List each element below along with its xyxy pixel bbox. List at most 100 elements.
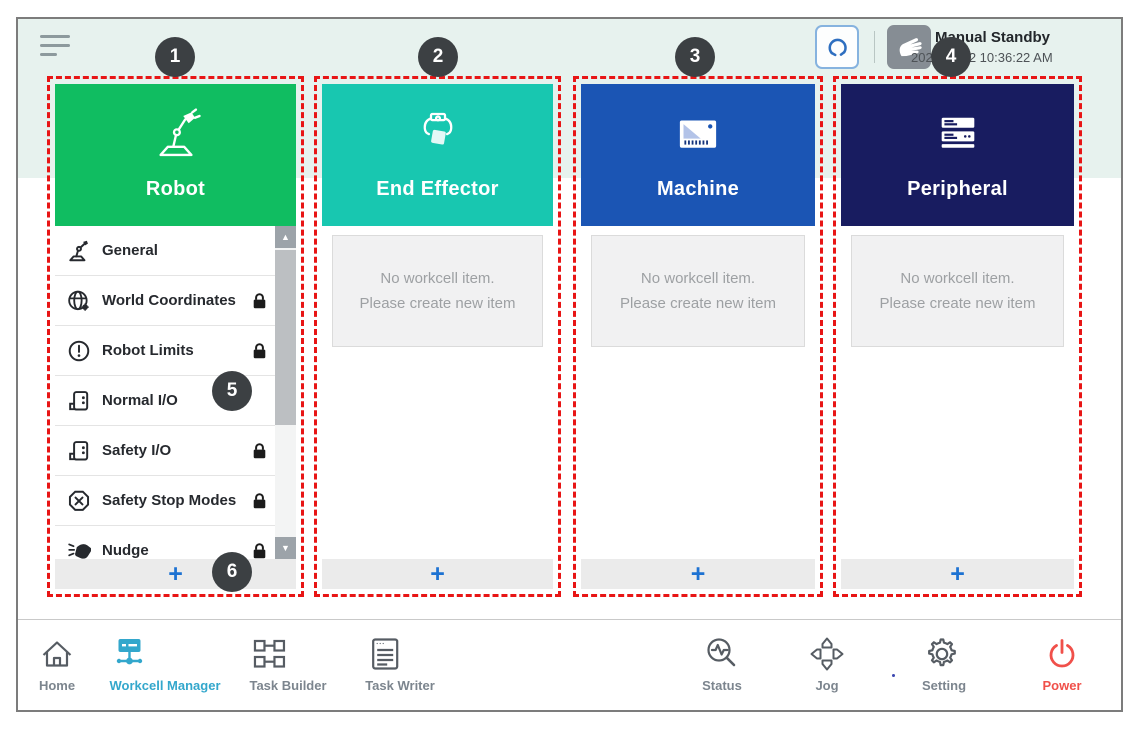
workcell-manager-icon: [116, 639, 143, 665]
octagon-x-icon: [68, 490, 90, 511]
column-title: Robot: [145, 178, 206, 200]
empty-state-line1: No workcell item.: [900, 270, 1015, 287]
nudge-hand-icon: [68, 543, 91, 559]
add-end-effector-item-button[interactable]: +: [322, 559, 553, 589]
machine-header-card[interactable]: Machine: [581, 84, 815, 226]
hamburger-menu-icon[interactable]: [40, 35, 74, 61]
list-item-label: Safety I/O: [102, 442, 172, 459]
gripper-outline-icon: [828, 38, 847, 57]
list-item-normal-io[interactable]: Normal I/O: [55, 376, 296, 426]
plus-icon: +: [430, 560, 445, 588]
add-peripheral-item-button[interactable]: +: [841, 559, 1074, 589]
nav-setting[interactable]: Setting: [922, 634, 966, 693]
tool-gripper-button[interactable]: [815, 25, 859, 69]
lock-icon: [253, 493, 266, 509]
nav-power[interactable]: Power: [1042, 634, 1082, 693]
workcell-column-machine: Machine No workcell item. Please create …: [573, 76, 823, 597]
empty-state: No workcell item. Please create new item: [851, 235, 1064, 347]
nav-task-builder[interactable]: Task Builder: [249, 634, 327, 693]
nav-label: Task Writer: [365, 678, 435, 693]
column-title: Peripheral: [907, 178, 1008, 200]
list-item-label: General: [102, 242, 158, 259]
globe-coordinates-icon: [68, 290, 89, 311]
app-window: Manual Standby 2022.02.22 10:36:22 AM Ro…: [16, 17, 1123, 712]
bottom-nav-bar: Home Workcell Manager: [18, 619, 1121, 710]
gripper-icon: [423, 112, 452, 145]
list-item-safety-stop-modes[interactable]: Safety Stop Modes: [55, 476, 296, 526]
io-port-icon: [69, 390, 89, 410]
list-item-label: World Coordinates: [102, 292, 236, 309]
column-title: Machine: [656, 178, 740, 200]
add-machine-item-button[interactable]: +: [581, 559, 815, 589]
scroll-up-button[interactable]: ▲: [275, 226, 296, 248]
machine-body: No workcell item. Please create new item: [581, 226, 815, 559]
nav-label: Setting: [921, 678, 967, 693]
end-effector-body: No workcell item. Please create new item: [322, 226, 553, 559]
nav-task-writer[interactable]: Task Writer: [365, 634, 435, 693]
empty-state: No workcell item. Please create new item: [591, 235, 805, 347]
empty-state-line2: Please create new item: [620, 295, 776, 312]
callout-4: 4: [931, 37, 971, 77]
scrollbar[interactable]: ▲ ▼: [275, 226, 296, 559]
hand-press-icon: [899, 38, 922, 57]
lock-icon: [253, 343, 266, 359]
callout-2: 2: [418, 37, 458, 77]
peripheral-body: No workcell item. Please create new item: [841, 226, 1074, 559]
callout-5: 5: [212, 371, 252, 411]
server-stack-icon: [941, 117, 974, 148]
jog-dpad-icon: [810, 637, 844, 671]
nav-label: Task Builder: [249, 678, 327, 693]
topbar-divider: [874, 31, 875, 63]
peripheral-header-card[interactable]: Peripheral: [841, 84, 1074, 226]
plus-icon: +: [168, 560, 183, 588]
nav-label: Workcell Manager: [109, 678, 221, 693]
small-dot: [892, 674, 895, 677]
robot-arm-icon: [158, 108, 201, 157]
nav-label: Jog: [815, 678, 839, 693]
scroll-thumb[interactable]: [275, 250, 296, 425]
list-item-label: Normal I/O: [102, 392, 178, 409]
cnc-machine-icon: [679, 120, 717, 148]
column-title: End Effector: [376, 178, 499, 200]
nav-workcell-manager[interactable]: Workcell Manager: [109, 634, 221, 693]
callout-1: 1: [155, 37, 195, 77]
list-item-label: Robot Limits: [102, 342, 194, 359]
list-item-world-coordinates[interactable]: World Coordinates: [55, 276, 296, 326]
list-item-label: Safety Stop Modes: [102, 492, 237, 509]
empty-state-line1: No workcell item.: [380, 270, 495, 287]
nav-home[interactable]: Home: [37, 634, 77, 693]
list-item-robot-limits[interactable]: Robot Limits: [55, 326, 296, 376]
list-item-safety-io[interactable]: Safety I/O: [55, 426, 296, 476]
add-robot-item-button[interactable]: +: [55, 559, 296, 589]
list-item-general[interactable]: General: [55, 226, 296, 276]
callout-3: 3: [675, 37, 715, 77]
list-item-nudge[interactable]: Nudge: [55, 526, 296, 559]
power-icon: [1049, 639, 1075, 668]
scroll-down-button[interactable]: ▼: [275, 537, 296, 559]
gear-icon: [928, 638, 956, 667]
empty-state: No workcell item. Please create new item: [332, 235, 543, 347]
nav-jog[interactable]: Jog: [807, 634, 847, 693]
task-writer-icon: [372, 638, 399, 670]
nav-status[interactable]: Status: [702, 634, 742, 693]
end-effector-header-card[interactable]: End Effector: [322, 84, 553, 226]
plus-icon: +: [950, 560, 965, 588]
plus-icon: +: [690, 560, 706, 588]
io-port-icon: [69, 440, 89, 460]
empty-state-line1: No workcell item.: [640, 270, 756, 287]
robot-settings-list: General World Coordinates: [55, 226, 296, 559]
nav-label: Status: [702, 678, 742, 693]
nav-label: Home: [38, 678, 76, 693]
lock-icon: [253, 443, 266, 459]
lock-icon: [253, 543, 266, 559]
lock-icon: [253, 293, 266, 309]
workcell-column-peripheral: Peripheral No workcell item. Please crea…: [833, 76, 1082, 597]
empty-state-line2: Please create new item: [359, 295, 516, 312]
robot-header-card[interactable]: Robot: [55, 84, 296, 226]
task-builder-icon: [253, 639, 286, 668]
list-item-label: Nudge: [102, 542, 149, 559]
manual-mode-button[interactable]: [887, 25, 931, 69]
empty-state-line2: Please create new item: [879, 295, 1036, 312]
status-icon: [707, 638, 736, 667]
circle-exclamation-icon: [68, 340, 90, 361]
